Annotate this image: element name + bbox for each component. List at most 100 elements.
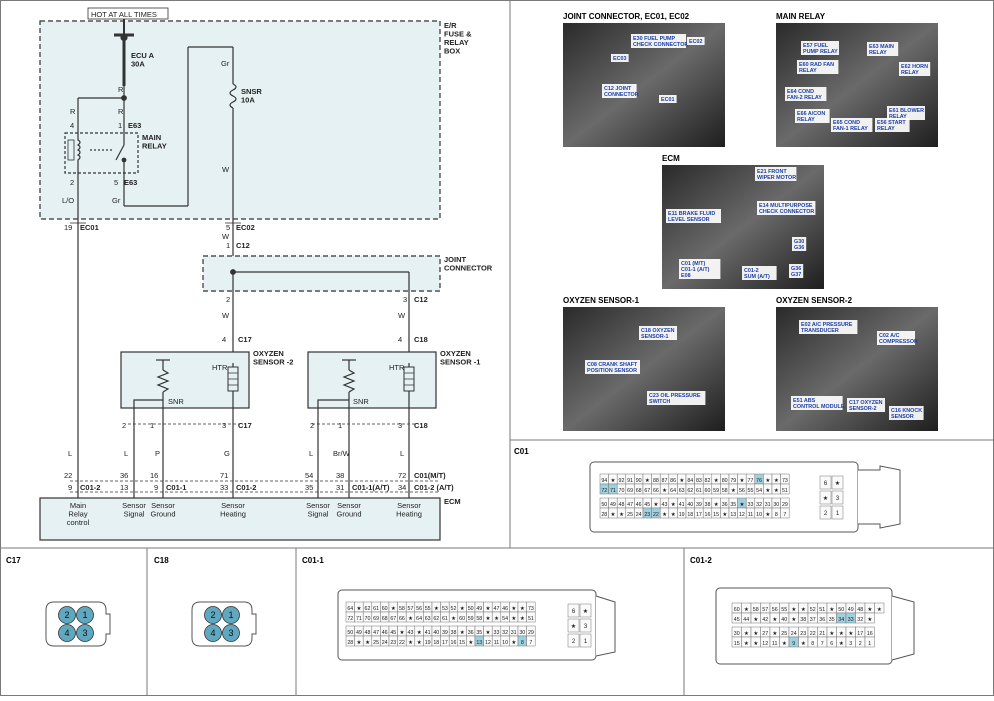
c01-1-pin-label: ★: [417, 640, 422, 646]
c18-pin: [222, 624, 240, 642]
c18-pin-number: 3: [228, 628, 233, 638]
callout-bg-ecm-6: [789, 264, 804, 278]
c01-1-pin-label: 12: [485, 640, 491, 646]
c01-2-pin-label: ★: [829, 631, 834, 637]
wire-l-1: L: [68, 449, 72, 458]
wire-w-2: W: [222, 232, 230, 241]
c01-1-pin-label: 53: [442, 606, 448, 612]
wire-w-3: W: [222, 311, 230, 320]
c01-2-pin-label: 56: [772, 607, 778, 613]
c01-2-pin-label: 35: [829, 617, 835, 623]
wire-p: P: [155, 449, 160, 458]
c18-pin: [204, 606, 222, 624]
conn-c17-b: C17: [238, 421, 252, 430]
c01-pin-label: 18: [687, 512, 693, 518]
schematic: [39, 7, 441, 541]
c01-1-side-pin: ★: [571, 623, 576, 630]
c01-pin-label: 94: [601, 478, 607, 484]
callout-bg-main_relay-2: [899, 62, 931, 76]
c18-label: C18: [154, 556, 169, 565]
c01-1-side-pin: 1: [584, 639, 588, 645]
c01-pin-label: 77: [748, 478, 754, 484]
c01-2-pin-label: 6: [830, 641, 833, 647]
c01-1-pin-label: 52: [451, 606, 457, 612]
c01-2-pin-label: 44: [743, 617, 749, 623]
c01-1-cell: [526, 635, 536, 647]
c01-side-pin: 1: [836, 511, 840, 517]
c01-2-pin-label: ★: [791, 617, 796, 623]
c01-2-pin-label: ★: [744, 631, 749, 637]
pin-72: 72: [398, 471, 406, 480]
c01-1-pin-label: 45: [390, 630, 396, 636]
photo-title-o2-2: OXYZEN SENSOR-2: [776, 296, 853, 305]
c17-label: C17: [6, 556, 21, 565]
c01-2-pin-label: 51: [819, 607, 825, 613]
c01-pin-label: 58: [722, 488, 728, 494]
conn-e63-top: E63: [128, 121, 141, 130]
callout-joint_connector-2: EC03: [613, 56, 627, 62]
c01-pin-label: 60: [705, 488, 711, 494]
callout-bg-ecm-4: [742, 266, 777, 280]
c01-pin-label: 71: [610, 488, 616, 494]
c01-1-pin-label: 15: [459, 640, 465, 646]
c01-pin-label: 54: [756, 488, 762, 494]
c01-2-pin-label: 1: [868, 641, 871, 647]
c17-pin: [58, 624, 76, 642]
photo-title-ecm: ECM: [662, 154, 680, 163]
c01-pin-label: ★: [765, 512, 770, 518]
c01-1-latch: [595, 595, 616, 657]
c01-1-pin-label: 29: [528, 630, 534, 636]
snr-1: SNR: [353, 397, 369, 406]
c01-1-pin-label: ★: [520, 616, 525, 622]
c01-2-pin-label: ★: [801, 641, 806, 647]
pin-4c: 4: [222, 335, 226, 344]
c01-1-side-cell: [579, 603, 592, 618]
c01-2-pin-label: 57: [762, 607, 768, 613]
c01-pin-label: 80: [722, 478, 728, 484]
c01-2-housing: [715, 587, 893, 665]
c01-1-pin-label: 13: [476, 640, 482, 646]
pin-3c: 3: [222, 421, 226, 430]
c01-pin-label: 29: [782, 502, 788, 508]
c01-pin-label: 30: [773, 502, 779, 508]
conn-c17-top: C17: [238, 335, 252, 344]
wire-w-1: W: [222, 165, 230, 174]
c01-2-pin-label: 23: [800, 631, 806, 637]
c01-pin-label: 62: [687, 488, 693, 494]
wire-g: G: [224, 449, 230, 458]
c01-side-pin: 6: [824, 481, 828, 487]
pin-2b: 2: [226, 295, 230, 304]
c01-pin-label: ★: [714, 478, 719, 484]
c17-housing: [45, 601, 111, 647]
c01-1-pin-label: ★: [520, 606, 525, 612]
c01-1-pin-label: ★: [511, 606, 516, 612]
wire-gr-2: Gr: [112, 196, 121, 205]
pin-3b: 3: [403, 295, 407, 304]
callout-bg-o2_2-4: [889, 406, 924, 420]
connector-views: C01 C17 C18 C01-1 C01-2: [6, 447, 712, 565]
c01-latch: [858, 465, 901, 529]
c01-2-pin-label: 11: [772, 641, 778, 647]
c01-2-pin-label: ★: [877, 607, 882, 613]
c01-2-pin-label: 22: [810, 631, 816, 637]
callout-bg-ecm-3: [679, 259, 721, 279]
c01-pin-label: 87: [662, 478, 668, 484]
c01-1-pin-label: 71: [356, 616, 362, 622]
c01-2-pin-label: ★: [867, 617, 872, 623]
c01-1-side-cell: [579, 618, 592, 633]
c17-pin-number: 1: [82, 610, 87, 620]
c01-pin-label: 91: [627, 478, 633, 484]
